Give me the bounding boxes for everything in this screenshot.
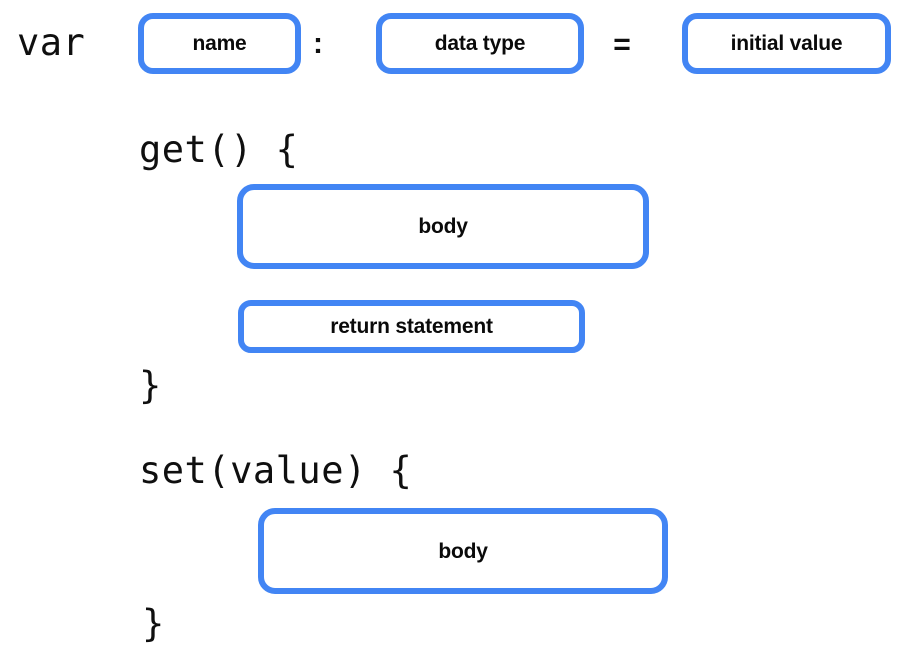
setter-signature: set(value) {	[139, 449, 413, 492]
getter-signature: get() {	[139, 128, 299, 171]
slot-initial-value[interactable]: initial value	[682, 13, 891, 74]
slot-data-type[interactable]: data type	[376, 13, 584, 74]
slot-setter-body-label: body	[438, 539, 488, 563]
slot-name-label: name	[192, 32, 247, 55]
slot-return-statement[interactable]: return statement	[238, 300, 585, 353]
getter-closing-brace: }	[139, 364, 162, 407]
equals-operator: =	[613, 28, 631, 61]
slot-setter-body[interactable]: body	[258, 508, 668, 594]
slot-initial-value-label: initial value	[730, 32, 843, 55]
var-keyword: var	[17, 21, 86, 64]
colon-separator: :	[313, 27, 323, 60]
slot-getter-body-label: body	[418, 215, 468, 238]
slot-data-type-label: data type	[434, 32, 526, 55]
setter-closing-brace: }	[142, 602, 165, 645]
slot-name[interactable]: name	[138, 13, 301, 74]
slot-getter-body[interactable]: body	[237, 184, 649, 269]
slot-return-statement-label: return statement	[330, 315, 493, 338]
